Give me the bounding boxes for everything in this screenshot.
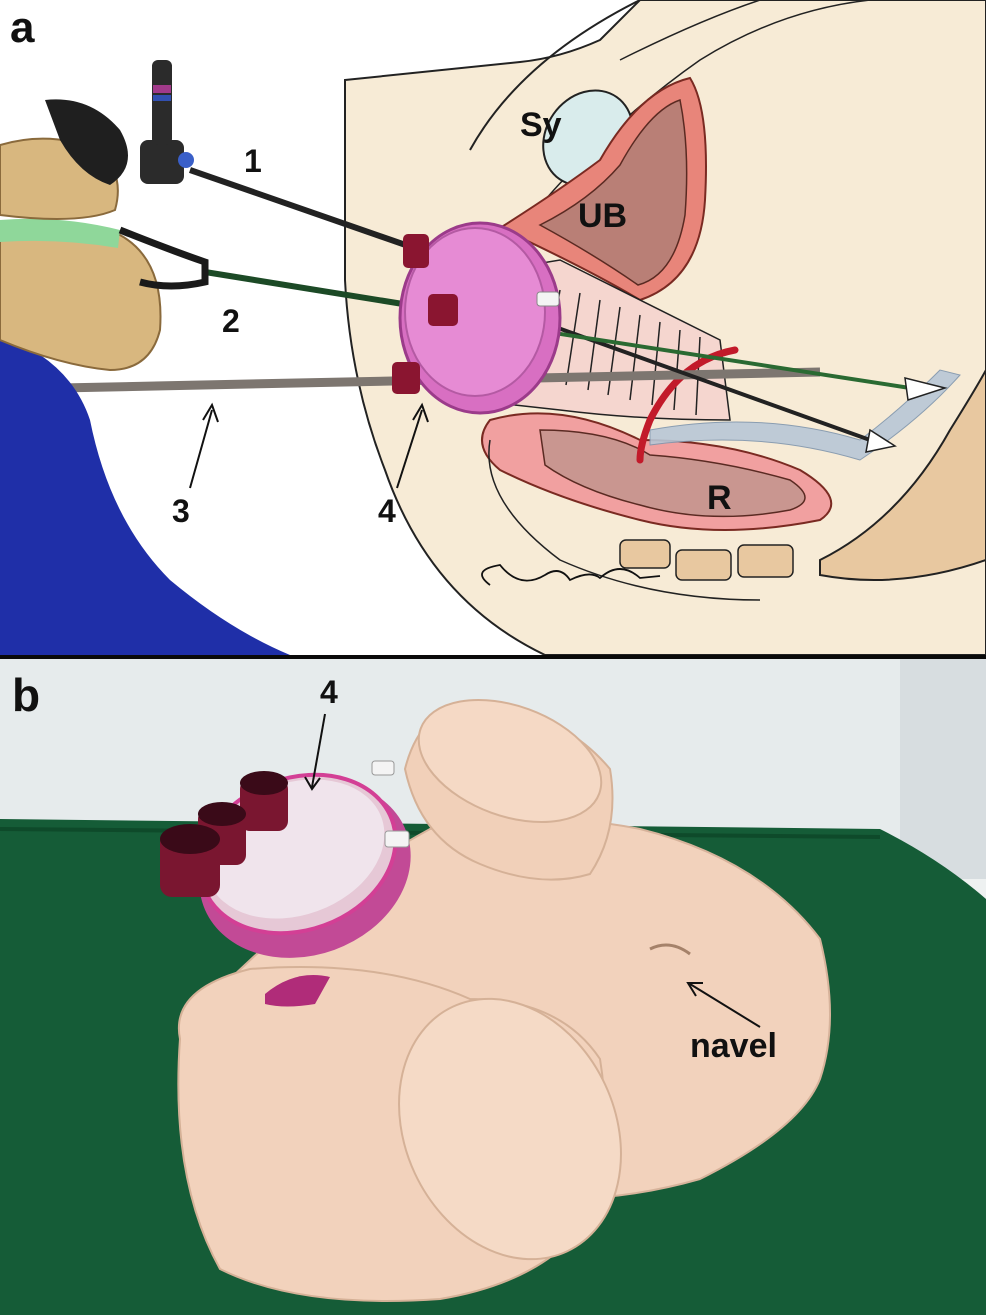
schematic-illustration: a 1 2 3 4 Sy UB R bbox=[0, 0, 986, 655]
instrument-label-2: 2 bbox=[222, 303, 240, 339]
port-device-photo bbox=[160, 760, 411, 1007]
instrument-1-shaft bbox=[189, 167, 421, 253]
port-cap-2 bbox=[428, 294, 458, 326]
grasper-handle bbox=[118, 226, 209, 290]
artist-signature bbox=[481, 564, 661, 586]
port-cap-1 bbox=[403, 234, 429, 268]
instrument-label-4: 4 bbox=[378, 493, 396, 529]
gloved-hand-lower bbox=[0, 227, 162, 372]
instrument-label-3: 3 bbox=[172, 493, 190, 529]
organ-label-r: R bbox=[707, 479, 732, 517]
mannequin-photo: b 4 navel bbox=[0, 659, 986, 1315]
panel-divider bbox=[0, 655, 986, 659]
port-cap-3 bbox=[392, 362, 420, 394]
instrument-2-tip bbox=[904, 377, 948, 401]
panel-a-schematic: a 1 2 3 4 Sy UB R bbox=[0, 0, 986, 655]
panel-b-label: b bbox=[12, 669, 40, 721]
navel-label: navel bbox=[690, 1027, 777, 1065]
abdominal-wall-line bbox=[469, 0, 641, 151]
perirectal-fat bbox=[488, 439, 761, 601]
label-arrows bbox=[189, 402, 429, 489]
insufflation-valve bbox=[536, 291, 560, 307]
stopcock-2 bbox=[384, 830, 410, 848]
stopcock-1 bbox=[371, 760, 395, 776]
green-cuff bbox=[0, 218, 120, 248]
device-label-4: 4 bbox=[320, 674, 338, 710]
coccyx-segments bbox=[619, 539, 794, 581]
organ-label-sy: Sy bbox=[520, 106, 562, 144]
photo-arrows bbox=[304, 713, 761, 1028]
bladder-lumen bbox=[538, 99, 688, 286]
lower-thigh-cap bbox=[398, 997, 622, 1261]
panel-a-label: a bbox=[10, 3, 35, 52]
sacrum bbox=[819, 369, 986, 581]
navel-dimple bbox=[649, 943, 691, 956]
instrument-label-1: 1 bbox=[244, 143, 262, 179]
wall-corner bbox=[900, 659, 986, 879]
organ-label-ub: UB bbox=[578, 197, 627, 235]
panel-b-photo: b 4 navel bbox=[0, 659, 986, 1315]
surgical-drape bbox=[0, 335, 290, 655]
laparoscope-camera bbox=[45, 60, 194, 185]
upper-thigh-cap bbox=[417, 698, 603, 824]
port-tab bbox=[265, 975, 330, 1007]
instrument-1-tip bbox=[865, 428, 897, 453]
port-device-drawing bbox=[392, 221, 562, 415]
